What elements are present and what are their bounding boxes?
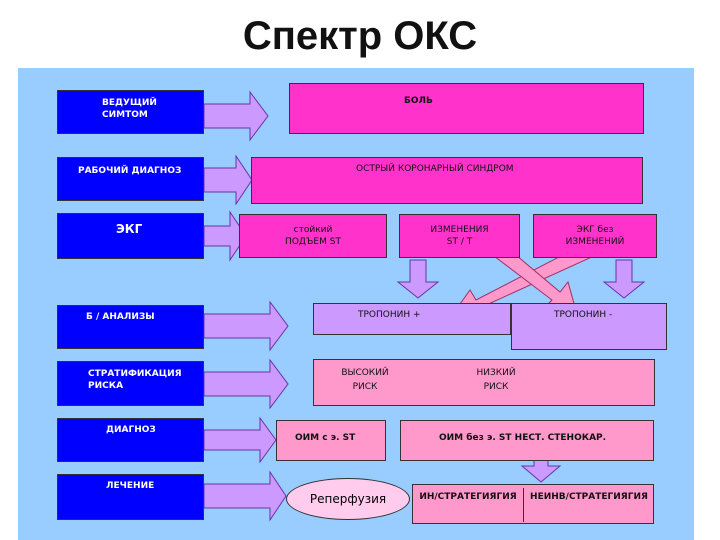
box-mi-st: ОИМ с э. ST [276, 420, 386, 461]
ellipse-reperfusion: Реперфузия [286, 478, 410, 520]
box-st-elevation: стойкий ПОДЪЕМ ST [239, 214, 387, 258]
arrow-right-treatment [203, 470, 287, 522]
text-invasive: ИН/СТРАТЕГИЯГИЯ [419, 492, 517, 502]
label-symptom: ВЕДУЩИЙ СИМТОМ [57, 90, 204, 134]
box-risk [313, 359, 655, 406]
label-ekg: ЭКГ [57, 213, 204, 259]
arrow-right-risk [203, 358, 289, 410]
strategies-divider [523, 488, 524, 522]
box-mi-no-st: ОИМ без э. ST НЕСТ. СТЕНОКАР. [400, 420, 654, 461]
box-acs: ОСТРЫЙ КОРОНАРНЫЙ СИНДРОМ [251, 157, 643, 204]
arrow-down-ekg-to-troponin-minus [602, 259, 646, 299]
label-risk-stratification: СТРАТИФИКАЦИЯ РИСКА [57, 361, 204, 406]
box-ekg-no-changes: ЭКГ без ИЗМЕНЕНИЙ [533, 214, 657, 258]
text-low-risk: НИЗКИЙ РИСК [476, 368, 516, 392]
box-st-t-changes: ИЗМЕНЕНИЯ ST / T [399, 214, 520, 258]
label-analyses: Б / АНАЛИЗЫ [57, 305, 204, 349]
arrow-right-analyses [203, 300, 289, 352]
label-treatment: ЛЕЧЕНИЕ [57, 474, 204, 520]
arrow-down-st-t-to-troponin [396, 259, 440, 299]
label-working-diagnosis: РАБОЧИЙ ДИАГНОЗ [57, 157, 204, 201]
text-high-risk: ВЫСОКИЙ РИСК [341, 368, 389, 392]
text-noninvasive: НЕИНВ/СТРАТЕГИЯГИЯ [530, 492, 648, 502]
page-title: Спектр ОКС [242, 14, 478, 58]
arrow-right-diagnosis [203, 416, 277, 464]
box-troponin-plus: ТРОПОНИН + [313, 303, 511, 335]
arrow-right-working-diagnosis [203, 154, 253, 206]
box-strategies [412, 484, 654, 524]
label-diagnosis: ДИАГНОЗ [57, 418, 204, 462]
arrow-right-symptom [203, 90, 269, 142]
arrow-right-ekg [203, 210, 247, 262]
box-pain: БОЛЬ [289, 83, 644, 134]
box-troponin-minus: ТРОПОНИН - [511, 303, 667, 350]
